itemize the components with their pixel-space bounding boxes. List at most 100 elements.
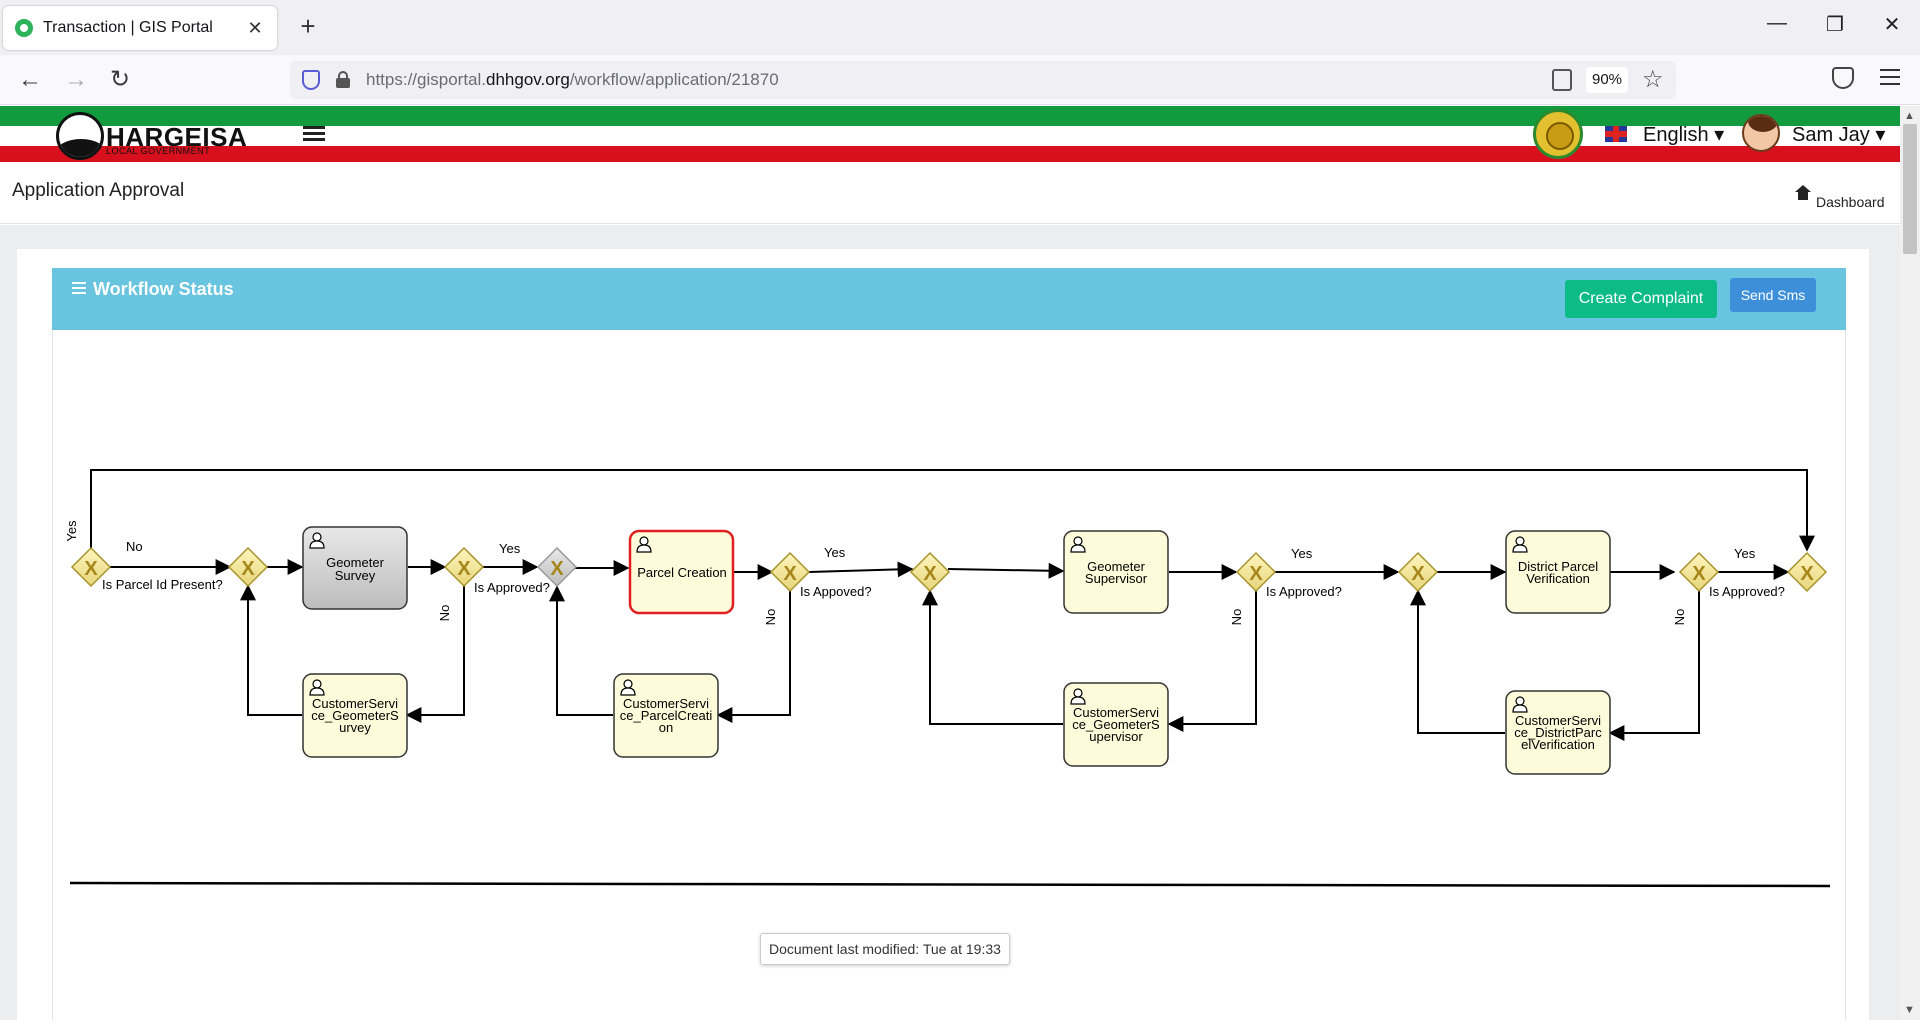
diagram-divider: [69, 881, 1831, 888]
svg-text:CustomerServi: CustomerServi: [312, 696, 398, 711]
svg-text:X: X: [1411, 563, 1425, 585]
brand-subtitle: LOCAL GOVERNMENT: [106, 146, 211, 156]
page-title: Application Approval: [12, 180, 185, 201]
task-customerservice-parcelcreation[interactable]: CustomerServi ce_ParcelCreati on: [613, 673, 719, 758]
gateway-label: Is Approved?: [474, 580, 550, 595]
svg-text:Geometer: Geometer: [326, 555, 384, 570]
create-complaint-button[interactable]: Create Complaint: [1565, 280, 1717, 318]
flow-edge: [947, 562, 1065, 579]
flow-rework-edge: [716, 591, 791, 723]
bookmark-star-icon[interactable]: ☆: [1642, 66, 1664, 93]
task-geometer-supervisor[interactable]: Geometer Supervisor: [1063, 530, 1169, 614]
scrollbar-thumb[interactable]: [1903, 124, 1917, 254]
task-customerservice-geometersupervisor[interactable]: CustomerServi ce_GeometerS upervisor: [1063, 682, 1169, 767]
reload-button[interactable]: ↻: [109, 66, 131, 93]
flow-rework-edge: [240, 584, 302, 716]
flow-label-no: No: [126, 539, 143, 554]
page-scrollbar[interactable]: [1900, 106, 1920, 1020]
svg-text:X: X: [1692, 563, 1706, 585]
flow-label-yes: Yes: [824, 545, 846, 560]
task-geometer-survey[interactable]: Geometer Survey: [302, 526, 408, 610]
gateway-merge-2[interactable]: X: [536, 546, 578, 588]
gateway-merge-4[interactable]: X: [1397, 551, 1439, 593]
task-district-parcel-verification[interactable]: District Parcel Verification: [1505, 530, 1611, 614]
back-button[interactable]: ←: [18, 66, 42, 93]
window-close-button[interactable]: ✕: [1883, 14, 1901, 36]
send-sms-button[interactable]: Send Sms: [1730, 278, 1816, 312]
browser-nav-bar: ← → ↻ https://gisportal.dhhgov.org/workf…: [0, 55, 1920, 105]
forward-button[interactable]: →: [64, 66, 88, 93]
task-customerservice-geometersurvey[interactable]: CustomerServi ce_GeometerS urvey: [302, 673, 408, 758]
language-dropdown[interactable]: English ▾: [1643, 124, 1725, 146]
hargeisa-logo-icon[interactable]: [56, 112, 104, 160]
new-tab-button[interactable]: +: [300, 11, 316, 41]
svg-text:ce_ParcelCreati: ce_ParcelCreati: [620, 708, 713, 723]
gateway-merge-3[interactable]: X: [909, 551, 951, 593]
page-title-bar: Application Approval Dashboard: [0, 162, 1900, 224]
gateway-approved-3[interactable]: X: [1235, 551, 1277, 593]
workflow-card-header: [52, 268, 1846, 330]
sidebar-toggle-icon[interactable]: [303, 126, 325, 142]
government-seal-icon: [1533, 109, 1583, 159]
svg-text:upervisor: upervisor: [1089, 729, 1143, 744]
scroll-down-arrow-icon[interactable]: ▼: [1904, 1004, 1915, 1016]
gateway-approved-4[interactable]: X: [1678, 551, 1720, 593]
svg-text:X: X: [241, 558, 255, 580]
svg-text:ce_GeometerS: ce_GeometerS: [1072, 717, 1160, 732]
flow-label-yes: Yes: [64, 520, 79, 542]
flow-label-no: No: [1229, 609, 1244, 626]
flow-label-no: No: [763, 609, 778, 626]
browser-tab[interactable]: Transaction | GIS Portal ✕: [3, 6, 277, 50]
window-minimize-button[interactable]: —: [1767, 12, 1787, 34]
svg-text:X: X: [550, 558, 564, 580]
gateway-label: Is Parcel Id Present?: [102, 577, 223, 592]
gateway-approved-2[interactable]: X: [769, 551, 811, 593]
flow-label-yes: Yes: [499, 541, 521, 556]
svg-text:elVerification: elVerification: [1521, 737, 1595, 752]
svg-text:urvey: urvey: [339, 720, 371, 735]
zoom-level-badge[interactable]: 90%: [1586, 67, 1628, 93]
flow-rework-edge: [405, 586, 465, 723]
address-bar[interactable]: https://gisportal.dhhgov.org/workflow/ap…: [290, 61, 1676, 99]
browser-menu-icon[interactable]: [1880, 69, 1900, 87]
header-red-stripe: [0, 146, 1900, 162]
breadcrumb-dashboard-link[interactable]: Dashboard: [1816, 194, 1885, 210]
svg-text:Parcel Creation: Parcel Creation: [637, 565, 727, 580]
svg-text:ce_DistrictParc: ce_DistrictParc: [1514, 725, 1602, 740]
scroll-up-arrow-icon[interactable]: ▲: [1904, 110, 1915, 122]
gateway-label: Is Approved?: [1709, 584, 1785, 599]
brand-name[interactable]: HARGEISA: [106, 122, 248, 152]
flow-label-no: No: [1672, 609, 1687, 626]
svg-text:X: X: [1800, 563, 1814, 585]
svg-text:X: X: [457, 558, 471, 580]
lock-icon[interactable]: [336, 71, 350, 88]
flow-edge: [808, 561, 914, 578]
home-icon[interactable]: [1795, 185, 1811, 204]
flow-label-yes: Yes: [1734, 546, 1756, 561]
reader-view-icon[interactable]: [1552, 69, 1572, 91]
gateway-end[interactable]: X: [1786, 551, 1828, 593]
svg-text:CustomerServi: CustomerServi: [623, 696, 709, 711]
url-text[interactable]: https://gisportal.dhhgov.org/workflow/ap…: [366, 70, 779, 89]
flow-label-no: No: [437, 605, 452, 622]
flow-rework-edge: [1410, 589, 1505, 734]
window-restore-button[interactable]: ❐: [1826, 14, 1844, 36]
user-avatar[interactable]: [1742, 114, 1780, 152]
flow-top-loop-edge: [90, 469, 1815, 552]
svg-text:Geometer: Geometer: [1087, 559, 1145, 574]
gateway-label: Is Appoved?: [800, 584, 872, 599]
tracking-protection-shield-icon[interactable]: [302, 70, 320, 90]
gateway-merge-1[interactable]: X: [227, 546, 269, 588]
pocket-icon[interactable]: [1832, 67, 1854, 89]
last-modified-tooltip: Document last modified: Tue at 19:33: [760, 933, 1010, 965]
flow-label-yes: Yes: [1291, 546, 1313, 561]
gateway-parcel-id[interactable]: X: [70, 546, 112, 588]
user-menu-dropdown[interactable]: Sam Jay ▾: [1792, 124, 1886, 146]
gateway-approved-1[interactable]: X: [443, 546, 485, 588]
tab-close-icon[interactable]: ✕: [247, 17, 263, 38]
task-parcel-creation[interactable]: Parcel Creation: [628, 529, 735, 615]
svg-text:Supervisor: Supervisor: [1085, 571, 1148, 586]
task-customerservice-districtparcelverification[interactable]: CustomerServi ce_DistrictParc elVerifica…: [1505, 690, 1611, 775]
flow-rework-edge: [1608, 591, 1700, 741]
